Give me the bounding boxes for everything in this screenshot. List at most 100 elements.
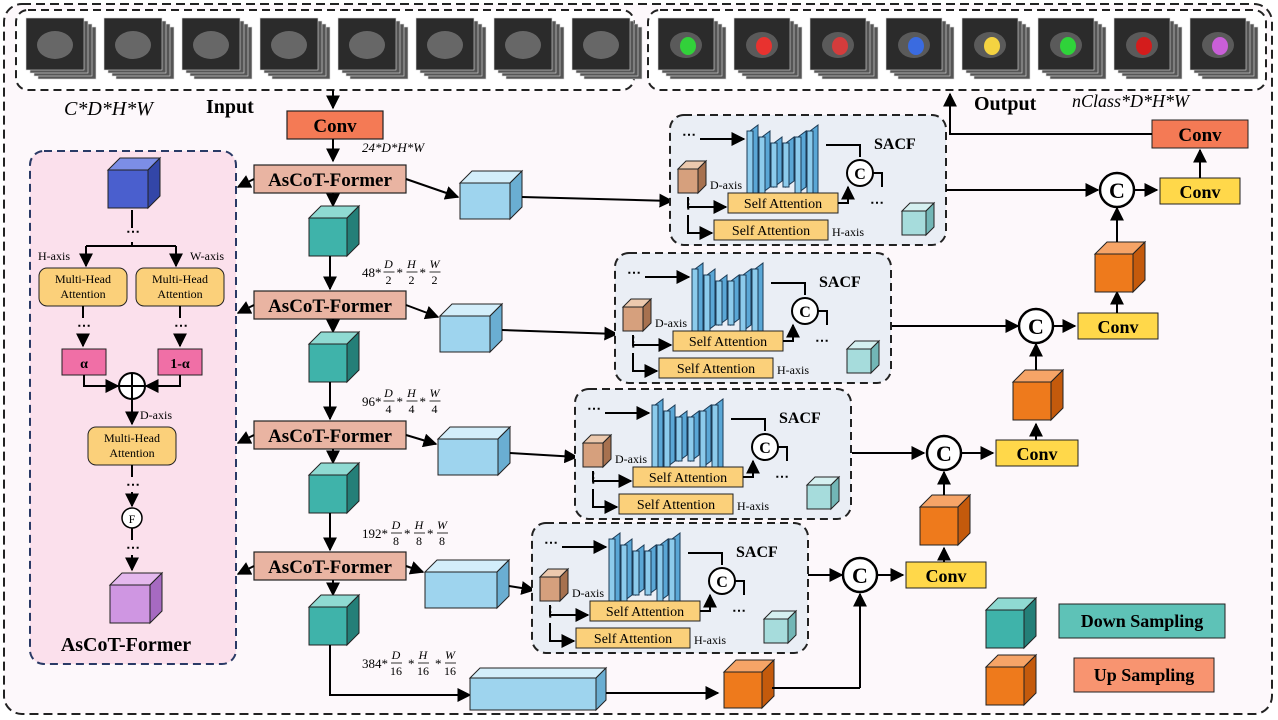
encoder-column: AsCoT-FormerAsCoT-FormerAsCoT-FormerAsCo… (236, 140, 472, 702)
sacf-d-axis: D-axis (572, 586, 604, 600)
down-sampling-cube (307, 204, 361, 258)
svg-text:⋯: ⋯ (775, 470, 789, 485)
sacf-h-axis: H-axis (832, 225, 864, 239)
svg-text:*: * (408, 656, 415, 671)
sacf-title: SACF (779, 410, 821, 427)
encoder-conv: Conv (286, 110, 384, 140)
svg-text:H: H (406, 257, 417, 271)
svg-text:1-α: 1-α (170, 357, 190, 372)
sacf-h-axis: H-axis (737, 499, 769, 513)
svg-text:Attention: Attention (109, 446, 154, 460)
sacf-output-cube (805, 475, 841, 511)
sacf-d-axis: D-axis (615, 452, 647, 466)
svg-text:D: D (383, 386, 393, 400)
input-slice-stack (25, 17, 97, 80)
input-slice-stack (259, 17, 331, 80)
svg-text:8: 8 (416, 534, 422, 548)
self-attention-h: Self Attention (732, 224, 810, 239)
encoder-conv-label: Conv (313, 116, 357, 137)
legend-down-box (1058, 603, 1226, 639)
svg-text:8: 8 (439, 534, 445, 548)
sacf-input-cube (621, 297, 653, 333)
sacf-output-cube (900, 201, 936, 237)
input-strip (15, 9, 643, 91)
svg-text:F: F (129, 512, 136, 526)
alpha-box: α (61, 348, 107, 376)
output-dims: nClass*D*H*W (1072, 91, 1191, 111)
svg-text:Conv: Conv (1178, 125, 1222, 146)
svg-text:⋯: ⋯ (627, 266, 641, 281)
svg-text:4: 4 (386, 402, 392, 416)
up-sampling-cube-bottom (722, 658, 776, 710)
decoder-conv-2: Conv (1077, 312, 1159, 340)
svg-text:D: D (391, 648, 401, 662)
skip-feature-cube (438, 302, 504, 354)
decoder-conv-1: Conv (1159, 177, 1241, 205)
input-slice-stack (103, 17, 175, 80)
sum-symbol (118, 372, 146, 400)
svg-text:*: * (427, 526, 434, 541)
sacf-input-cube (676, 159, 708, 195)
svg-text:Multi-Head: Multi-Head (152, 272, 208, 286)
svg-text:W: W (430, 257, 441, 271)
decoder-path: C Conv C Conv C Conv C Conv Conv (772, 92, 1249, 689)
ascot-former-block: AsCoT-Former (253, 164, 407, 194)
legend-down-cube (984, 596, 1038, 650)
svg-text:⋯: ⋯ (126, 225, 140, 240)
svg-text:384*: 384* (362, 656, 388, 671)
feature-dims-label: 48*D2*H2*W2 (362, 257, 441, 287)
svg-text:D: D (383, 257, 393, 271)
mha-center: Multi-Head Attention (87, 426, 177, 466)
down-sampling-cube (307, 330, 361, 384)
sacf-concat: C (799, 304, 811, 321)
sacf-concat: C (716, 574, 728, 591)
sacf-input-cube (538, 567, 570, 603)
svg-text:4: 4 (409, 402, 415, 416)
fuse-symbol: F (121, 507, 143, 529)
sacf-h-axis: H-axis (777, 363, 809, 377)
output-slice-stack (1113, 17, 1183, 80)
sacf-output-cube (845, 339, 881, 375)
svg-text:⋯: ⋯ (587, 402, 601, 417)
self-attention-d: Self Attention (606, 605, 684, 620)
up-cube-3 (1011, 368, 1065, 422)
down-sampling-cube (307, 461, 361, 515)
svg-text:Conv: Conv (1097, 317, 1138, 337)
sacf-concat: C (759, 440, 771, 457)
svg-text:Multi-Head: Multi-Head (104, 431, 160, 445)
svg-text:⋯: ⋯ (174, 319, 188, 334)
concat-2: C (1017, 307, 1055, 345)
svg-text:Multi-Head: Multi-Head (55, 272, 111, 286)
concat-3: C (925, 434, 963, 472)
svg-text:C: C (1028, 314, 1044, 339)
svg-text:*: * (397, 265, 404, 280)
legend-up-box (1073, 657, 1215, 693)
concat-4: C (841, 556, 879, 594)
ascot-former-label: AsCoT-Former (268, 557, 392, 578)
output-slice-stack (733, 17, 803, 80)
feature-dims-label: 192*D8*H8*W8 (362, 518, 448, 548)
up-cube-2 (1093, 240, 1147, 294)
svg-text:24*D*H*W: 24*D*H*W (362, 140, 425, 155)
svg-text:16: 16 (444, 664, 456, 678)
sacf-title: SACF (819, 274, 861, 291)
output-slice-stack (961, 17, 1031, 80)
decoder-conv-4: Conv (905, 561, 987, 589)
legend-up-cube (984, 653, 1038, 707)
svg-text:H: H (418, 648, 429, 662)
input-slice-stack (415, 17, 487, 80)
detail-h-axis: H-axis (38, 249, 70, 263)
output-slice-stack (1037, 17, 1107, 80)
svg-text:48*: 48* (362, 265, 382, 280)
svg-text:*: * (420, 394, 427, 409)
svg-text:8: 8 (393, 534, 399, 548)
svg-text:Attention: Attention (157, 287, 202, 301)
svg-text:4: 4 (432, 402, 438, 416)
feature-dims-label: 24*D*H*W (362, 140, 425, 155)
